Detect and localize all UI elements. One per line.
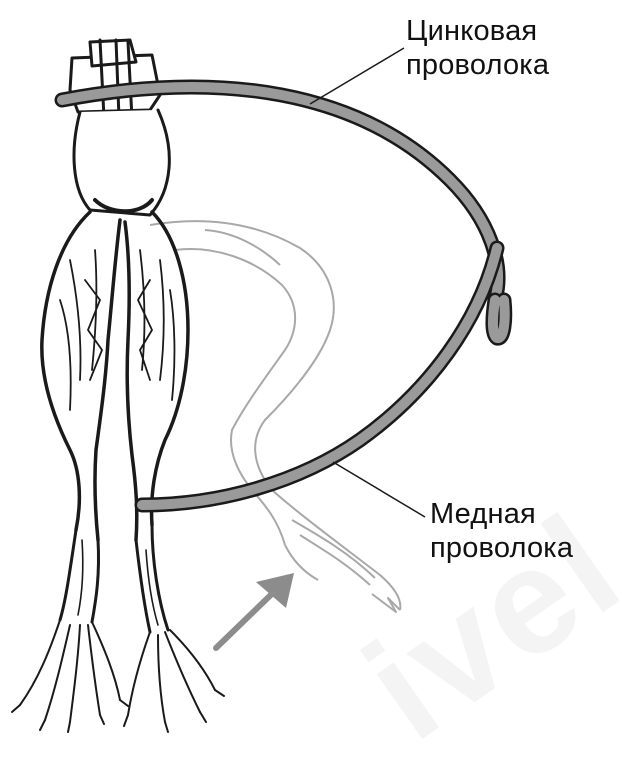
zinc-label-line1: Цинковая <box>406 14 549 48</box>
copper-label-line2: проволока <box>430 531 573 565</box>
frog-legs <box>12 40 224 732</box>
zinc-leader-line <box>310 48 404 104</box>
copper-leader-line <box>333 462 425 517</box>
copper-label-line1: Медная <box>430 497 573 531</box>
copper-wire <box>142 248 497 505</box>
zinc-label-line2: проволока <box>406 48 549 82</box>
copper-wire-label: Медная проволока <box>430 497 573 565</box>
zinc-wire-label: Цинковая проволока <box>406 14 549 82</box>
diagram-canvas: ivel <box>0 0 627 740</box>
ghost-leg-outline <box>150 221 400 612</box>
arrow-icon <box>216 573 294 648</box>
galvani-experiment-illustration <box>0 0 627 740</box>
